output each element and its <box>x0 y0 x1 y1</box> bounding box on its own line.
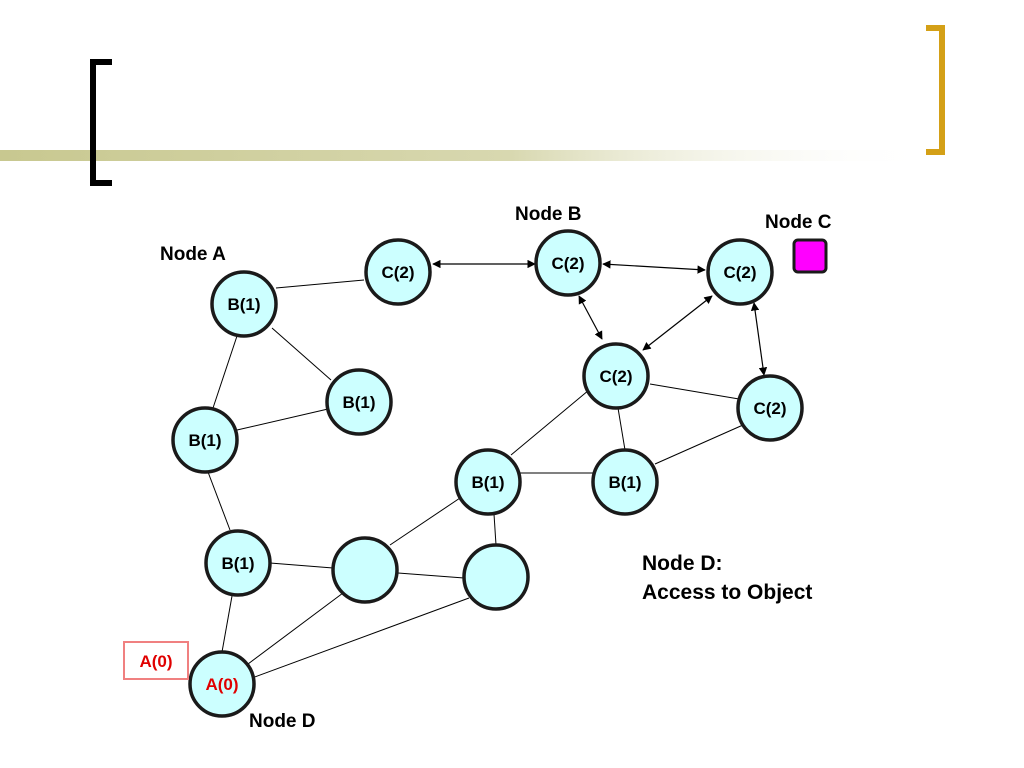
graph-node[interactable] <box>331 536 399 604</box>
nodes: B(1) C(2) C(2) C(2) B(1) B(1) C(2) C(2) … <box>171 229 804 718</box>
graph-node[interactable]: B(1) <box>204 529 272 597</box>
graph-node[interactable]: A(0) <box>188 650 256 718</box>
header-bar <box>0 150 930 161</box>
graph-node[interactable]: B(1) <box>171 406 239 474</box>
graph-node[interactable]: C(2) <box>582 342 650 410</box>
graph-node[interactable]: C(2) <box>534 229 602 297</box>
edge <box>251 597 470 679</box>
node-label: C(2) <box>753 399 786 418</box>
graph-node[interactable]: C(2) <box>364 238 432 306</box>
graph-node[interactable]: C(2) <box>736 374 804 442</box>
label-node-a: Node A <box>160 244 226 265</box>
pointer-box-label: A(0) <box>139 652 172 671</box>
edge <box>275 279 365 289</box>
node-label: B(1) <box>221 554 254 573</box>
edge <box>617 407 626 451</box>
arrow-edges <box>432 259 768 376</box>
node-c-marker <box>792 238 828 274</box>
arrow-edge <box>750 302 768 376</box>
node-label: C(2) <box>551 254 584 273</box>
node-label: C(2) <box>723 263 756 282</box>
node-label: A(0) <box>205 675 238 694</box>
node-label: B(1) <box>608 473 641 492</box>
edge <box>649 383 740 400</box>
edge <box>212 335 238 409</box>
label-node-b: Node B <box>515 204 582 225</box>
node-label: B(1) <box>188 431 221 450</box>
graph-node[interactable]: B(1) <box>210 270 278 338</box>
arrow-edge <box>602 260 706 274</box>
edge <box>510 389 590 456</box>
graph-node[interactable]: B(1) <box>325 368 393 436</box>
right-bracket <box>926 25 945 155</box>
edge <box>247 592 344 665</box>
node-label: B(1) <box>227 295 260 314</box>
label-node-d: Node D <box>249 711 316 732</box>
edge <box>389 497 461 546</box>
node-label: B(1) <box>471 473 504 492</box>
arrow-edge <box>642 295 713 351</box>
edge <box>271 327 332 381</box>
graph-node[interactable]: B(1) <box>591 448 659 516</box>
edge <box>221 595 233 653</box>
node-label: C(2) <box>599 367 632 386</box>
graph-node[interactable]: C(2) <box>706 238 774 306</box>
annotation-line-2: Access to Object <box>642 581 812 604</box>
edge <box>236 408 329 431</box>
graph-node[interactable]: B(1) <box>454 448 522 516</box>
node-label: B(1) <box>342 393 375 412</box>
edge <box>654 424 744 465</box>
graph-node[interactable] <box>462 543 530 611</box>
annotation-line-1: Node D: <box>642 552 723 575</box>
edge <box>493 513 497 546</box>
pointer-box <box>123 641 189 680</box>
left-bracket <box>90 59 112 186</box>
edge <box>269 562 334 569</box>
node-label: C(2) <box>381 263 414 282</box>
label-node-c: Node C <box>765 212 832 233</box>
arrow-edge <box>578 295 603 340</box>
edge <box>207 471 231 531</box>
edges <box>207 279 744 679</box>
edge <box>397 572 465 579</box>
